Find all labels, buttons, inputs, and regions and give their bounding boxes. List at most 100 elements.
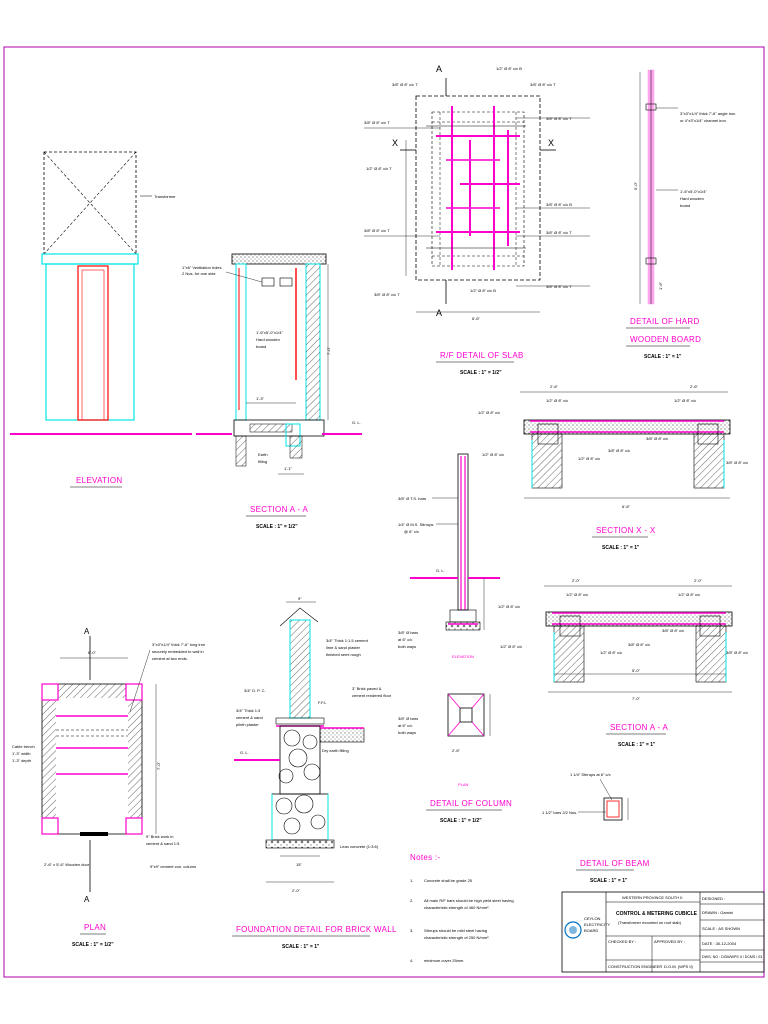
brick-label-2: cement & sand 1:5 bbox=[146, 841, 180, 846]
title-section-aa-left: SECTION A - A bbox=[250, 505, 309, 514]
fd-dpc2-2: cement & sand bbox=[236, 715, 263, 720]
saa-bar-l1: 1/2" Ø 8" c/c bbox=[498, 604, 520, 609]
hb-label-2: Hard wooden bbox=[680, 196, 704, 201]
note-3b: characteristic strength of 250 N/mm². bbox=[424, 935, 490, 940]
slab-dim: 6'-6" bbox=[472, 316, 481, 321]
cable-label-2: 1'-3" width bbox=[12, 751, 30, 756]
sheet-border bbox=[3, 46, 765, 978]
fd-plaster-3: finished semi rough bbox=[326, 652, 361, 657]
note-2a: All main R/F bars should be high yield s… bbox=[424, 898, 514, 903]
saa-bar-l2: 1/2" Ø 8" c/c bbox=[500, 644, 522, 649]
section-xx: 2'-6" 2'-6" 1/2" Ø 8" c/c 1/2" Ø 8" c/c … bbox=[478, 384, 748, 551]
earth-label-1: Earth bbox=[258, 452, 268, 457]
col-fbars-3: both ways bbox=[398, 644, 416, 649]
sxx-bar-m1: 1/2" Ø 8" c/c bbox=[578, 456, 600, 461]
plan-small-label: PLAN bbox=[458, 782, 469, 787]
foundation-detail: 9" G. L. 3/4" Thick 1:1.5 cement lime & … bbox=[232, 596, 397, 950]
drawn: DRAWN : Gamini bbox=[702, 910, 733, 915]
hb-label-1: 1'-6"x5'-0"x1/4" bbox=[680, 189, 707, 194]
plan-marker-a-top: A bbox=[84, 627, 90, 636]
col-bars-label: 3/8" Ø T.S. bars bbox=[398, 496, 426, 501]
sxx-dim1: 2'-6" bbox=[550, 384, 559, 389]
plan-dim1: 6'-0" bbox=[88, 650, 97, 655]
col-fbars-1: 3/8" Ø bars bbox=[398, 630, 418, 635]
gl-label-column: G. L. bbox=[436, 568, 445, 573]
gl-label-foundation: G. L. bbox=[240, 750, 249, 755]
door bbox=[77, 265, 109, 421]
plan-angle-2: securely embedded to wall in bbox=[152, 649, 204, 654]
scale-section-aa-left: SCALE : 1" = 1/2" bbox=[256, 524, 298, 530]
province: WESTERN PROVINCE SOUTH II bbox=[622, 895, 682, 900]
sxx-dim2: 2'-6" bbox=[690, 384, 699, 389]
drawing-title: CONTROL & METERING CUBICLE bbox=[616, 911, 698, 917]
col-plan-bars-1: 3/8" Ø bars bbox=[398, 716, 418, 721]
fd-lean: Lean concrete (1:3:6) bbox=[340, 844, 379, 849]
slab-bar-1: 3/8" Ø 8" c/c T bbox=[392, 82, 418, 87]
scale-section-aa-right: SCALE : 1" = 1" bbox=[618, 742, 656, 748]
board-label-1: 1'-6"x5'-0"x1/4" bbox=[256, 330, 283, 335]
title-foundation: FOUNDATION DETAIL FOR BRICK WALL bbox=[236, 925, 397, 934]
saa-bar-top-l: 1/2" Ø 8" c/c bbox=[566, 592, 588, 597]
vent-label-2: 2 Nos. for one side bbox=[182, 271, 216, 276]
dwg-number: DWG. NO : DGM/WPS II / DCMS / 03 bbox=[702, 955, 762, 959]
engineer: CONSTRUCTION ENGINEER bbox=[608, 964, 662, 969]
gl-label-left: G. L. bbox=[352, 420, 361, 425]
slab-bar-5: 3/8" Ø 8" c/c T bbox=[546, 116, 572, 121]
scale-column: SCALE : 1" = 1/2" bbox=[440, 818, 482, 824]
sxx-bar-top-r: 1/2" Ø 8" c/c bbox=[674, 398, 696, 403]
fd-dpc: 3/4" D. P. C. bbox=[244, 688, 266, 693]
checked-by: CHECKED BY : bbox=[608, 939, 636, 944]
dim-7-0: 7'-0" bbox=[326, 346, 331, 355]
hb-label-3: board bbox=[680, 203, 690, 208]
sxx-dim3: 6'-6" bbox=[622, 504, 631, 509]
title-section-aa-right: SECTION A - A bbox=[610, 723, 669, 732]
elevation-drawing: Transformer ELEVATION bbox=[10, 151, 192, 488]
slab-detail: 3/8" Ø 8" c/c T 1/2" Ø 8" c/c B 3/8" Ø 8… bbox=[364, 64, 590, 376]
fd-15: 15" bbox=[296, 862, 302, 867]
col-stir-label-2: @ 6" c/c bbox=[404, 529, 419, 534]
slab-bar-9: 3/8" Ø 8" c/c T bbox=[546, 230, 572, 235]
scale-rf-slab: SCALE : 1" = 1/2" bbox=[460, 370, 502, 376]
slab-bar-11: 1/2" Ø 8" c/c B bbox=[470, 288, 496, 293]
door-label: 2'-6" x 5'-6" Wooden door bbox=[44, 862, 90, 867]
dim-1-1: 1'-1" bbox=[284, 466, 293, 471]
org-name-1: CEYLON bbox=[584, 916, 601, 921]
saa-bar-r2: 3/8" Ø 8" c/c bbox=[726, 650, 748, 655]
beam-detail: 1 1/4" Stirrups at 6" c/c 1 1/2" bars 2/… bbox=[542, 772, 649, 884]
org-name-2: ELECTRICITY bbox=[584, 922, 610, 927]
title-rf-slab: R/F DETAIL OF SLAB bbox=[440, 351, 524, 360]
title-column: DETAIL OF COLUMN bbox=[430, 799, 512, 808]
fd-plaster-1: 3/4" Thick 1:1.5 cement bbox=[326, 638, 369, 643]
fd-floor-1: 3" Brick paved & bbox=[352, 686, 382, 691]
section-aa-right: 2'-0" 2'-0" 1/2" Ø 8" c/c 1/2" Ø 8" c/c … bbox=[498, 578, 748, 748]
slab-bar-12: 3/8" Ø 8" c/c T bbox=[546, 284, 572, 289]
column-detail: 2'-6" 3/8" Ø bars at 6" c/c both ways PL… bbox=[398, 693, 512, 824]
saa-dim1: 2'-0" bbox=[572, 578, 581, 583]
note-4-num: 4. bbox=[410, 958, 413, 963]
fd-20: 2'-0" bbox=[292, 888, 301, 893]
angle-label-2: or 4"x3"x1/4" channel iron bbox=[680, 118, 726, 123]
saa-dim2: 2'-0" bbox=[694, 578, 703, 583]
designed: DESIGNED : bbox=[702, 896, 725, 901]
slab-marker-x-right: X bbox=[548, 138, 554, 148]
saa-bar-r1: 3/8" Ø 8" c/c bbox=[662, 628, 684, 633]
section-aa-left: 1"x6" Ventilation holes 2 Nos. for one s… bbox=[182, 253, 362, 530]
title-hard-board-2: WOODEN BOARD bbox=[630, 335, 701, 344]
fd-plaster-2: lime & sand plaster bbox=[326, 645, 361, 650]
plan-marker-a-bottom: A bbox=[84, 895, 90, 904]
sxx-bar-r2: 3/8" Ø 8" c/c bbox=[726, 460, 748, 465]
dim-1-3: 1'-3" bbox=[256, 396, 265, 401]
slab-bar-7: 3/8" Ø 8" c/c B bbox=[546, 202, 572, 207]
slab-bar-10: 3/8" Ø 8" c/c T bbox=[374, 292, 400, 297]
earth-label-2: filling bbox=[258, 459, 267, 464]
cable-label-3: 1'-3" depth bbox=[12, 758, 31, 763]
note-4: minimum cover 25mm. bbox=[424, 958, 464, 963]
beam-bars: 1 1/2" bars 2/2 Nos. bbox=[542, 810, 577, 815]
title-hard-board-1: DETAIL OF HARD bbox=[630, 317, 700, 326]
board-label-3: board bbox=[256, 344, 266, 349]
ceb-logo-icon bbox=[564, 921, 582, 939]
slab-bar-2: 1/2" Ø 8" c/c B bbox=[496, 66, 522, 71]
org-name-3: BOARD bbox=[584, 928, 598, 933]
saa-dim3: 5'-0" bbox=[632, 668, 641, 673]
